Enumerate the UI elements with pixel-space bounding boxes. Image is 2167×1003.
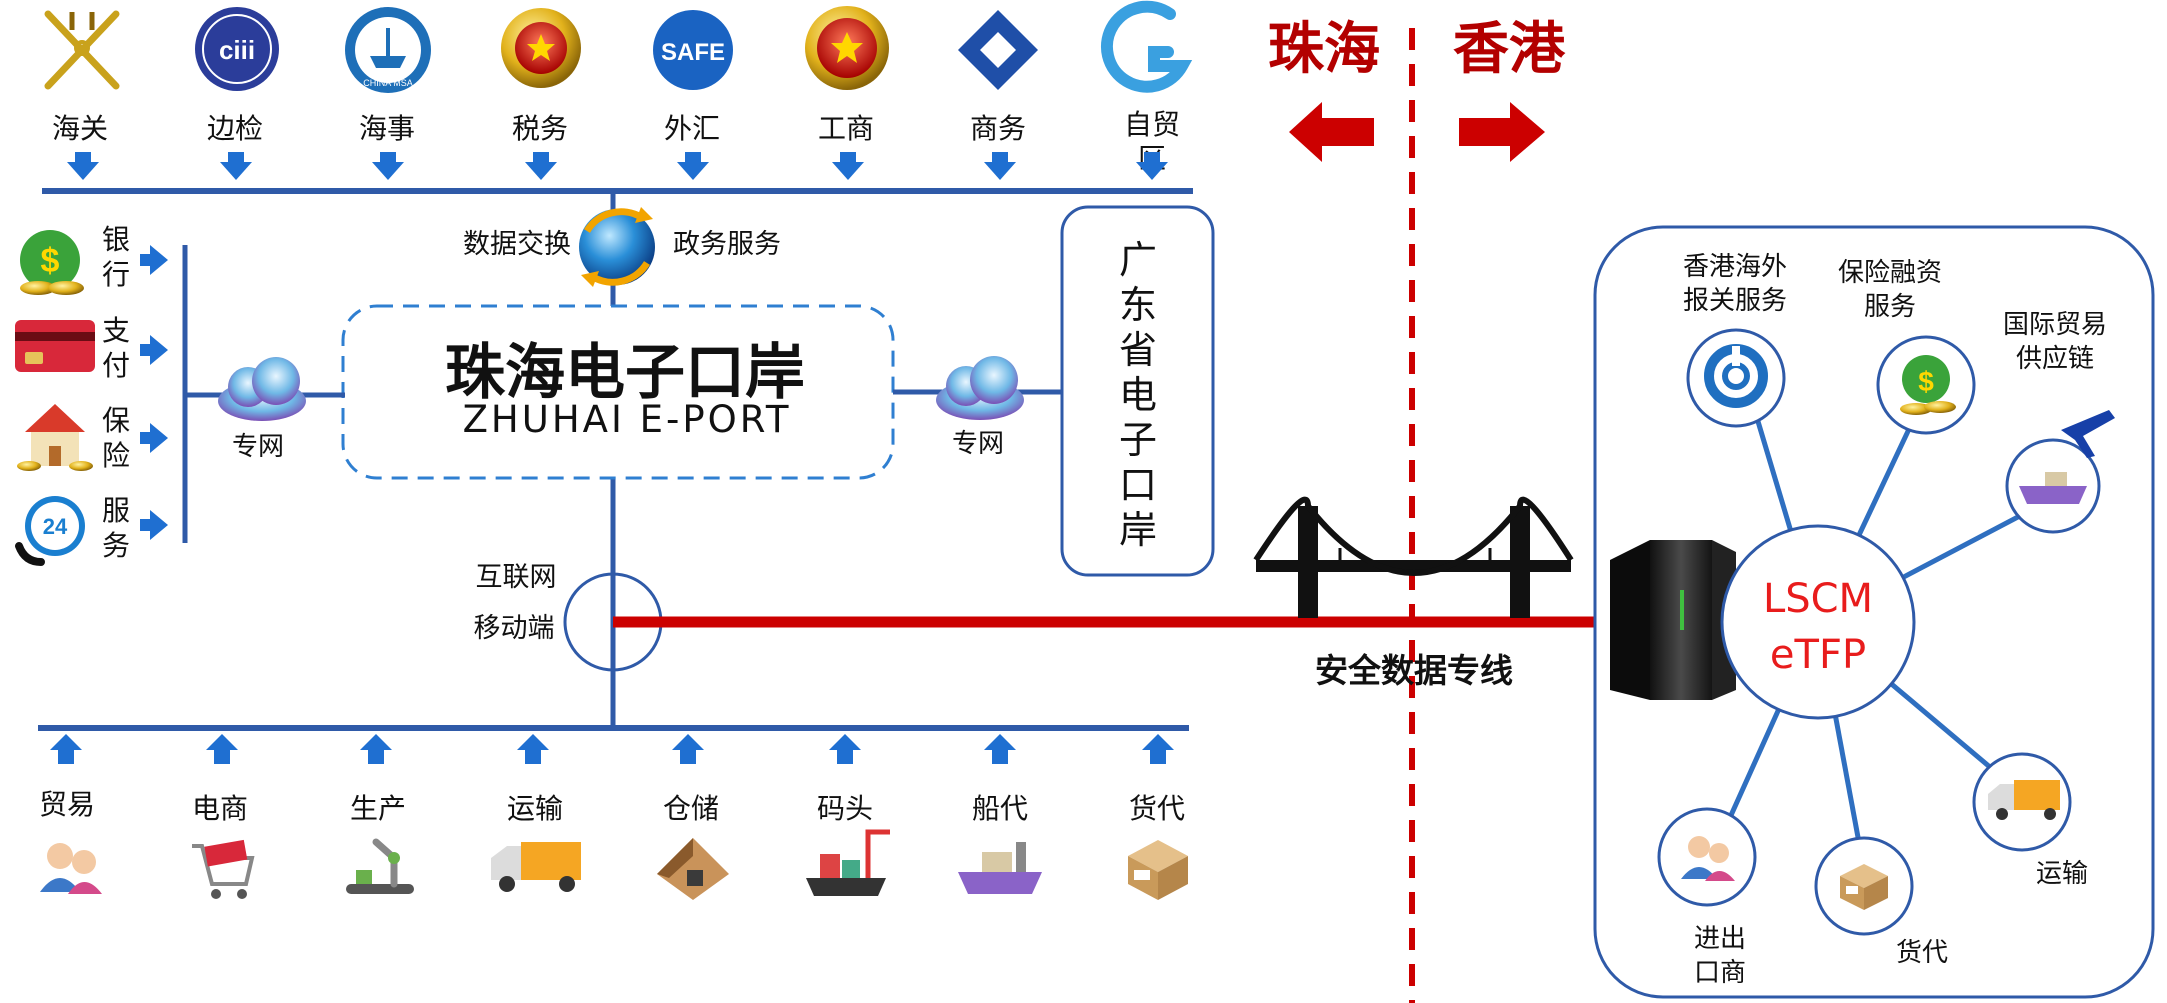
gov-service-wrap: 政务服务 — [673, 229, 781, 260]
lscm-label-wrap: 保险融资服务 — [1837, 258, 1942, 322]
gov-service-label: 政务服务 — [673, 229, 781, 260]
svg-text:CHINA MSA: CHINA MSA — [363, 78, 413, 88]
24h-phone-icon: 24 — [15, 496, 85, 566]
lscm-node-label: 香港海外报关服务 — [1682, 252, 1787, 316]
lscm-label-wrap: 国际贸易供应链 — [2002, 310, 2107, 374]
agency-label: 海关 — [52, 112, 108, 145]
right-cloud-icon — [936, 356, 1024, 420]
industry-label: 货代 — [1129, 792, 1185, 825]
guangdong-eport-box — [1060, 205, 1215, 577]
lscm-label-wrap: 香港海外报关服务 — [1682, 252, 1787, 316]
people-icon — [1681, 836, 1735, 881]
agency-label: 边检 — [207, 112, 263, 145]
svg-text:$: $ — [41, 242, 60, 280]
lscm-node-label: 保险融资服务 — [1837, 258, 1942, 322]
eport-title-cn: 珠海电子口岸 — [445, 338, 805, 408]
industry-label: 生产 — [350, 792, 406, 825]
industry-label: 仓储 — [663, 792, 719, 825]
left-service-label-wrap: 银行 — [101, 223, 130, 291]
lscm-node-label: 运输 — [2036, 859, 2088, 889]
lscm-hub-line2: eTFP — [1770, 632, 1866, 678]
left-service-label: 支付 — [101, 314, 130, 382]
agency-label: 海事 — [359, 112, 415, 145]
border-inspection-emblem-icon: ciii — [195, 7, 279, 91]
port-crane-ship-icon — [806, 829, 890, 896]
bridge-icon — [1253, 496, 1574, 618]
left-service-label-wrap: 服务 — [101, 494, 130, 562]
parcel-box-icon — [1128, 840, 1188, 900]
globe-exchange-icon — [579, 207, 655, 287]
wco-logo-icon — [1704, 344, 1768, 408]
money-bag-icon: $ — [1900, 355, 1956, 415]
left-service-label: 保险 — [101, 404, 130, 472]
shopping-cart-icon — [192, 839, 255, 899]
agency-label: 工商 — [818, 112, 874, 145]
left-arrow-icon — [1289, 102, 1374, 162]
china-msa-emblem-icon: CHINA MSA — [345, 7, 431, 93]
plane-ship-icon — [2019, 410, 2115, 504]
internet-label: 互联网 — [476, 562, 557, 593]
commerce-admin-emblem-icon — [805, 6, 889, 90]
lscm-node-traders — [1657, 807, 1757, 907]
cargo-ship-icon — [958, 842, 1042, 894]
data-exchange-wrap: 数据交换 — [463, 229, 571, 260]
left-net-label: 专网 — [232, 432, 284, 462]
parcel-box-icon — [1840, 864, 1888, 910]
svg-text:SAFE: SAFE — [661, 39, 725, 66]
svg-text:24: 24 — [43, 514, 68, 539]
money-bag-icon: $ — [20, 230, 84, 295]
left-service-label-wrap: 保险 — [101, 404, 130, 472]
bank-card-icon — [15, 320, 95, 372]
tax-emblem-icon — [501, 8, 581, 88]
people-icon — [40, 843, 102, 894]
truck-icon — [1988, 780, 2060, 820]
house-insurance-icon — [17, 404, 93, 471]
agency-label: 外汇 — [664, 112, 720, 145]
lscm-hub-circle — [1720, 524, 1916, 720]
secure-line-label: 安全数据专线 — [1315, 651, 1513, 690]
left-cloud-icon — [218, 357, 306, 421]
lscm-label-wrap: 进出口商 — [1693, 924, 1746, 988]
production-robot-icon — [346, 838, 414, 894]
server-icon — [1610, 540, 1736, 700]
svg-text:$: $ — [1918, 366, 1934, 397]
data-exchange-label: 数据交换 — [463, 229, 571, 260]
agency-label: 商务 — [970, 112, 1026, 145]
mobile-label: 移动端 — [474, 613, 555, 644]
agency-down-arrows — [67, 152, 1168, 180]
customs-key-icon — [44, 10, 120, 90]
left-service-label: 服务 — [101, 494, 130, 562]
zhuhai-label: 珠海 — [1268, 17, 1380, 82]
industry-label: 船代 — [972, 792, 1028, 825]
left-service-arrows — [140, 245, 168, 540]
eport-title-en: ZHUHAI E-PORT — [463, 398, 792, 441]
right-net-label: 专网 — [952, 429, 1004, 459]
right-arrow-icon — [1459, 102, 1545, 162]
warehouse-icon — [657, 838, 729, 900]
industry-label: 电商 — [192, 792, 248, 825]
mofcom-logo-icon — [958, 10, 1038, 90]
industry-up-arrows — [50, 734, 1174, 764]
industry-label: 码头 — [817, 792, 873, 825]
guangdong-label-wrap: 广东省电子口岸 — [1118, 238, 1157, 552]
agency-label: 税务 — [512, 112, 568, 145]
lscm-hub-line1: LSCM — [1763, 576, 1873, 622]
guangdong-label: 广东省电子口岸 — [1118, 238, 1157, 552]
safe-forex-logo-icon: SAFE — [653, 10, 733, 90]
ftz-logo-icon — [1100, 0, 1193, 93]
left-service-label-wrap: 支付 — [101, 314, 130, 382]
left-service-label: 银行 — [101, 223, 130, 291]
hongkong-label: 香港 — [1453, 17, 1566, 82]
industry-label: 贸易 — [39, 788, 95, 821]
industry-label: 运输 — [507, 792, 563, 825]
lscm-node-label: 货代 — [1896, 938, 1948, 968]
truck-icon — [491, 842, 581, 892]
svg-text:ciii: ciii — [219, 35, 255, 65]
lscm-node-label: 进出口商 — [1693, 924, 1746, 988]
lscm-node-label: 国际贸易供应链 — [2002, 310, 2107, 374]
